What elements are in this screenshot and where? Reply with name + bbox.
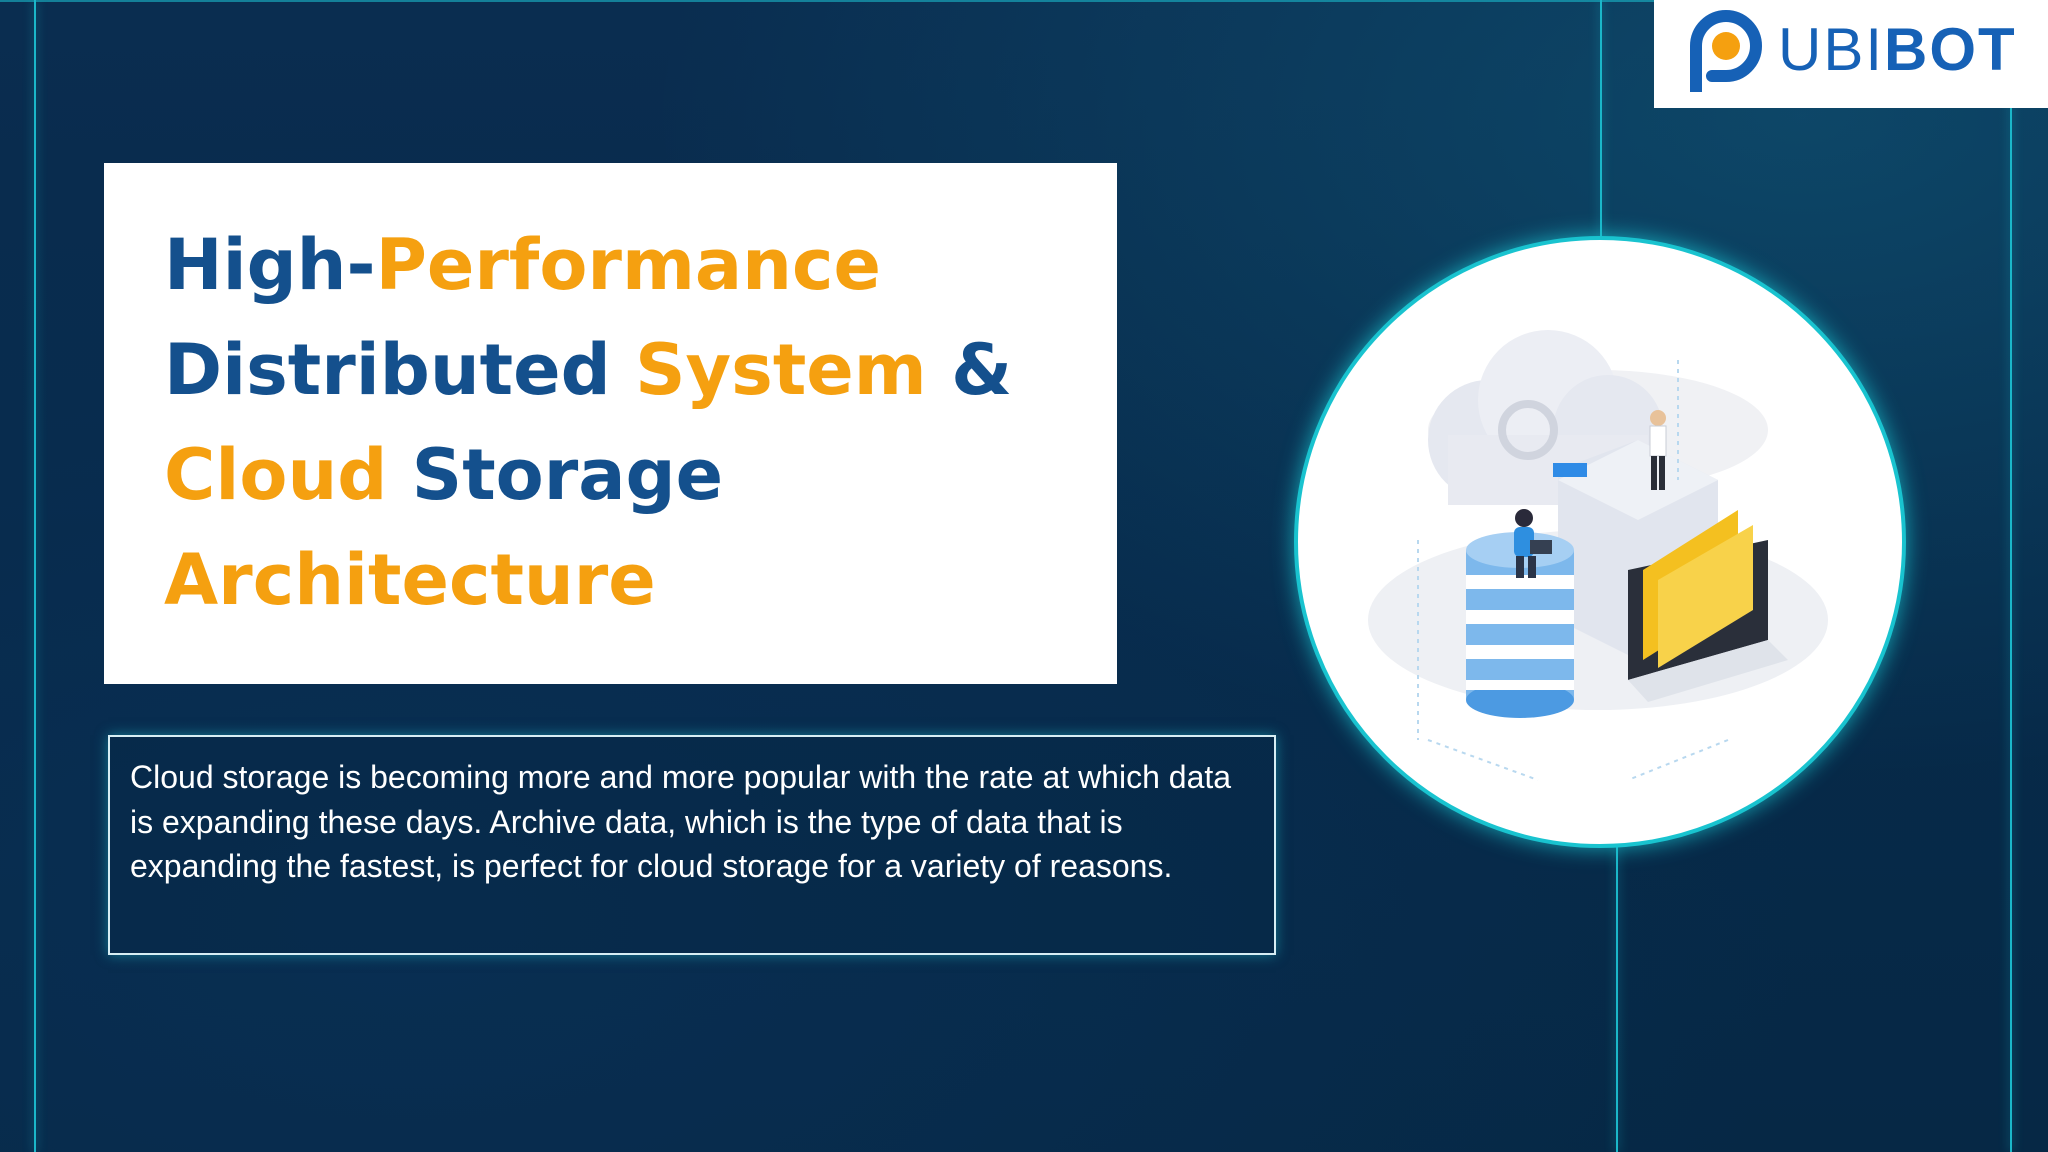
file-drawer-icon: [1628, 510, 1788, 702]
title-part-performance: Performance: [375, 224, 881, 306]
database-cylinder-icon: [1466, 532, 1574, 718]
title-part-architecture: Architecture: [164, 539, 656, 621]
dotted-frame: [1417, 360, 1729, 781]
right-accent-line-lower: [1616, 840, 1618, 1152]
person-with-laptop: [1514, 509, 1552, 578]
title-part-high: High-: [164, 224, 376, 306]
standing-person: [1649, 410, 1667, 490]
top-border-line: [0, 0, 2048, 2]
brand-logo: UBIBOT: [1654, 0, 2048, 108]
description-box: Cloud storage is becoming more and more …: [108, 735, 1276, 955]
illustration-circle: [1294, 236, 1906, 848]
brand-wordmark-ubi: UBI: [1778, 16, 1885, 83]
title-part-distributed: Distributed: [164, 329, 636, 411]
far-right-accent-line: [2010, 100, 2012, 1152]
title-part-storage: Storage: [411, 434, 724, 516]
right-accent-line-upper: [1600, 0, 1602, 260]
left-accent-line: [34, 0, 36, 1152]
cloud-storage-illustration: [1368, 330, 1828, 781]
title-part-system: System: [635, 329, 927, 411]
ubibot-logo-icon: [1690, 10, 1762, 92]
brand-wordmark: UBIBOT: [1778, 14, 2017, 86]
cloud-shape: [1428, 330, 1663, 505]
brand-wordmark-bot: BOT: [1884, 16, 2017, 83]
title-part-cloud: Cloud: [164, 434, 412, 516]
title-part-ampersand: &: [926, 329, 1013, 411]
description-text: Cloud storage is becoming more and more …: [130, 759, 1232, 884]
